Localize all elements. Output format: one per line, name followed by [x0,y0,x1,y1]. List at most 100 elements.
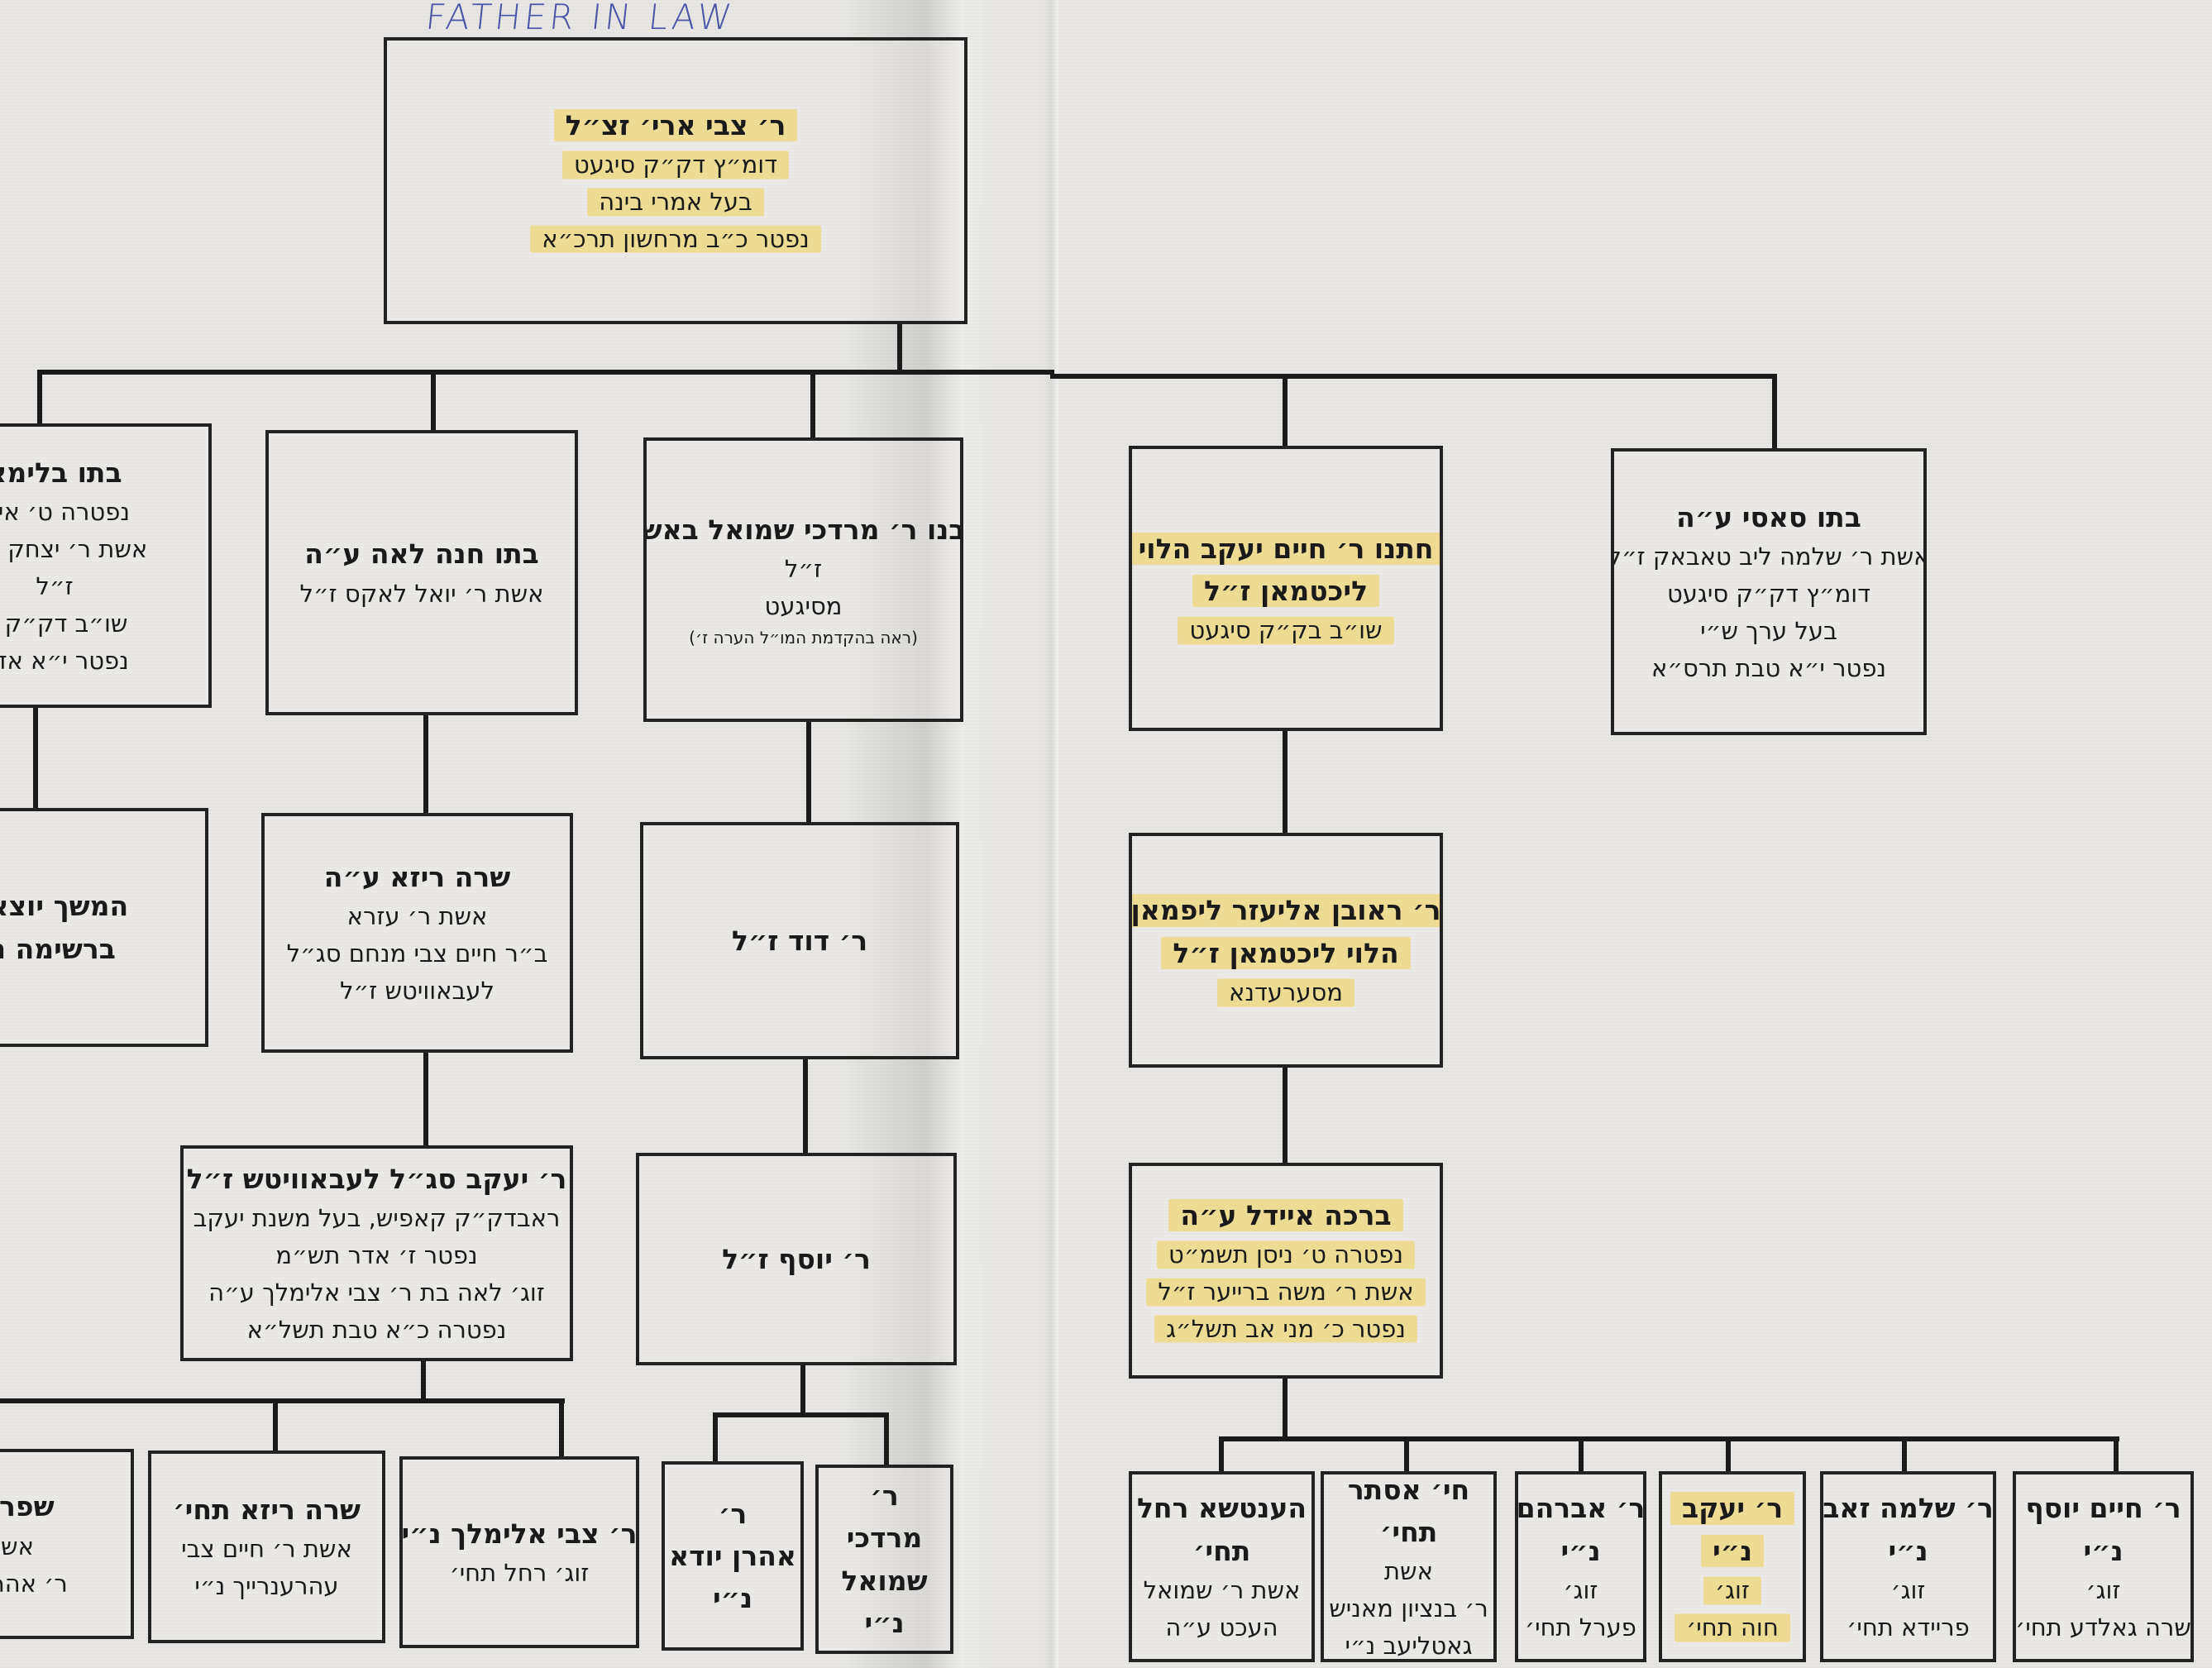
person-box-david: ר׳ דוד ז״ל [640,822,959,1059]
person-detail: ר׳ בנציון מאניש [1329,1594,1488,1623]
person-name: ר׳ אברהם [1516,1492,1646,1525]
person-box-sasi: בתו סאסי ע״ה אשת ר׳ שלמה ליב טאבאק ז״ל דומ… [1611,448,1927,735]
connector-line [273,1398,278,1451]
person-name: שרה ריזא ע״ה [323,861,511,894]
connector-line [431,370,436,431]
person-detail: נפטר י״א אדר [0,646,129,675]
person-box-yosef: ר׳ יוסף ז״ל [636,1153,957,1365]
connector-line [810,372,815,438]
person-name: תחי׳ [1192,1534,1251,1567]
person-detail: חוה תחי׳ [1675,1608,1790,1646]
connector-line [1283,1379,1288,1440]
person-name: נ״י [1700,1529,1765,1572]
connector-line [1404,1436,1409,1472]
person-detail: דומ״ץ דק״ק סיגעט [1666,580,1871,609]
person-name: חי׳ אסתר [1347,1473,1470,1506]
person-name: מרדכי [846,1522,923,1555]
person-name: בתו חנה לאה ע״ה [304,538,539,571]
person-name: שרה ריזא תחי׳ [173,1493,361,1526]
person-detail: מסערעדנא [1216,973,1355,1011]
person-name: תחי׳ [1379,1516,1438,1549]
connector-line [800,1365,805,1415]
person-name: ר׳ יעקב [1670,1487,1795,1530]
person-detail: נפטר ז׳ אדר תש״מ [275,1241,478,1270]
connector-line [1283,1068,1288,1164]
person-name: הלוי ליכטמאן ז״ל [1161,931,1411,974]
person-name: נ״י [1888,1534,1928,1567]
connector-line [1219,1436,2119,1441]
person-detail: אשת [1384,1557,1433,1586]
connector-line [1726,1436,1731,1472]
connector-line [803,1059,808,1154]
person-name: שמואל [841,1564,928,1597]
page-gutter [1044,0,1058,1668]
connector-line [0,1398,565,1403]
person-name: נ״י [1560,1534,1601,1567]
person-detail: ראבדק״ק קאפיש, בעל משנת יעקב [193,1204,561,1233]
person-detail: אשת ר׳ עזרא [346,902,488,931]
person-name: ר׳ צבי אלימלך נ״י [401,1517,638,1550]
person-name: נ״י [864,1606,905,1639]
person-detail: נפטר כ״ב מרחשון תרכ״א [530,220,821,258]
person-detail: שו״ב בק״ק סיגעט [1178,612,1394,650]
connector-line [423,1053,428,1146]
connector-line [423,715,428,815]
person-detail: פערל תחי׳ [1525,1613,1636,1642]
person-detail: (ראה בהקדמת המו״ל הערה ז׳) [689,628,918,648]
person-detail: אשת ר׳ שלמה ליב טאבאק ז״ל [1611,542,1927,571]
person-name: ר׳ יעקב סג״ל לעבאוויטש ז״ל [186,1163,567,1196]
connector-line [33,708,38,809]
person-detail: לעבאוויטש ז״ל [340,977,494,1006]
person-detail: העכט ע״ה [1165,1613,1278,1642]
person-detail: אשת ר׳ יצחק אהו [0,535,148,564]
person-name: ר׳ יוסף ז״ל [722,1242,871,1275]
person-detail: זוג׳ [1563,1575,1598,1604]
person-name: בנו ר׳ מרדכי שמואל באש [643,513,963,546]
connector-line [37,370,1054,375]
person-name: ברכה איידל ע״ה [1168,1193,1403,1236]
person-name: חתנו ר׳ חיים יעקב הלוי [1132,527,1440,571]
connector-line [1283,731,1288,834]
person-detail: שו״ב דק״ק ס [0,609,128,638]
person-box-avraham: ר׳ אברהם נ״י זוג׳ פערל תחי׳ [1515,1471,1646,1662]
person-detail: שרה גאלדע תחי׳ [2015,1613,2191,1642]
connector-line [1283,374,1288,447]
connector-line [421,1361,426,1401]
person-box-hamshech: המשך יוצאיברשימה נ [0,808,208,1047]
person-name: בתו סאסי ע״ה [1676,501,1861,534]
person-detail: ז״ל [784,555,823,584]
person-detail: אשת ר׳ חיים צבי [181,1535,352,1564]
person-detail: זוג׳ לאה בת ר׳ צבי אלימלך ע״ה [208,1278,545,1307]
connector-line [1902,1436,1907,1472]
connector-line [1772,374,1777,450]
person-name: ברשימה נ [0,932,116,965]
connector-line [1050,374,1776,379]
person-name: ר׳ שלמה זאב [1823,1492,1994,1525]
person-name: נ״י [2083,1534,2124,1567]
person-name: בתו בלימא [0,456,122,490]
connector-line [713,1412,718,1462]
person-detail: נפטר י״א טבת תרס״א [1651,654,1887,682]
person-detail: נפטרה ט׳ ניסן תשמ״ט [1157,1235,1415,1274]
person-detail: פריידא תחי׳ [1847,1613,1970,1642]
person-detail: ר׳ אהרן ג [0,1569,68,1598]
person-name: שפרה [0,1490,55,1523]
person-name: ר׳ דוד ז״ל [731,924,868,957]
connector-line [806,722,811,823]
person-box-shifra: שפרהאשר׳ אהרן ג [0,1449,134,1639]
connector-line [1219,1436,1224,1472]
person-name: נ״י [712,1582,753,1615]
person-detail: אשת ר׳ שמואל [1143,1575,1301,1604]
person-name: ליכטמאן ז״ל [1192,570,1380,613]
